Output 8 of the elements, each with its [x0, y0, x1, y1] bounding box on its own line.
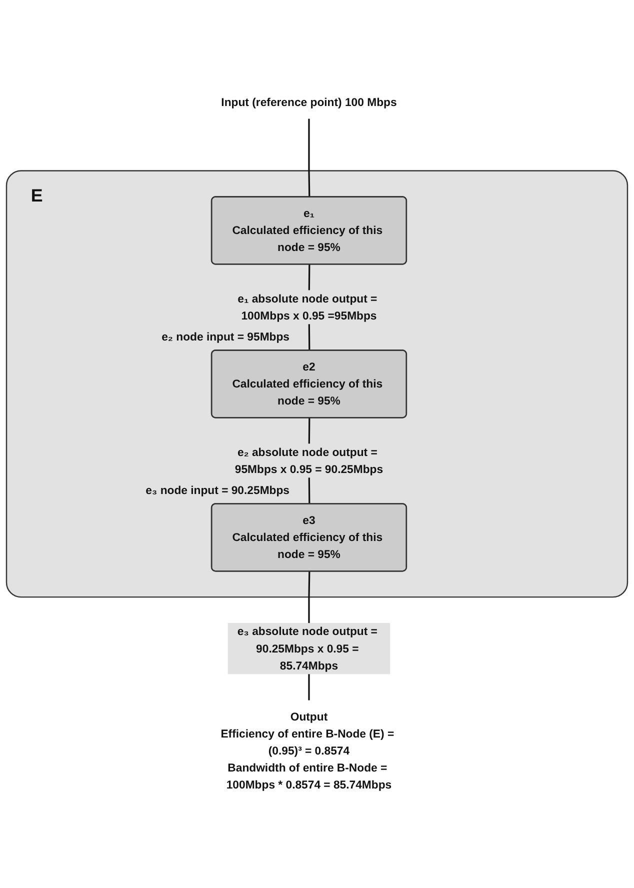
connector	[308, 119, 310, 198]
edge-label: e₁ absolute node output = 100Mbps x 0.95 =95Mbps	[238, 292, 378, 322]
node-text: Output Efficiency of entire B-Node (E) = (0.95)³ = 0.8574 Bandwidth of entire B-Node = 100Mbps * 0.8574 = 85.74Mbps	[220, 710, 394, 792]
node-label: e₃ node input = 90.25Mbps	[146, 484, 290, 497]
node-text: Input (reference point) 100 Mbps	[221, 96, 397, 109]
edge-label: e₂ absolute node output = 95Mbps x 0.95 = 90.25Mbps	[234, 446, 384, 476]
node-label: e₂ node input = 95Mbps	[162, 330, 290, 344]
edge-label: e₃ absolute node output = 90.25Mbps x 0.95 = 85.74Mbps	[237, 625, 378, 672]
